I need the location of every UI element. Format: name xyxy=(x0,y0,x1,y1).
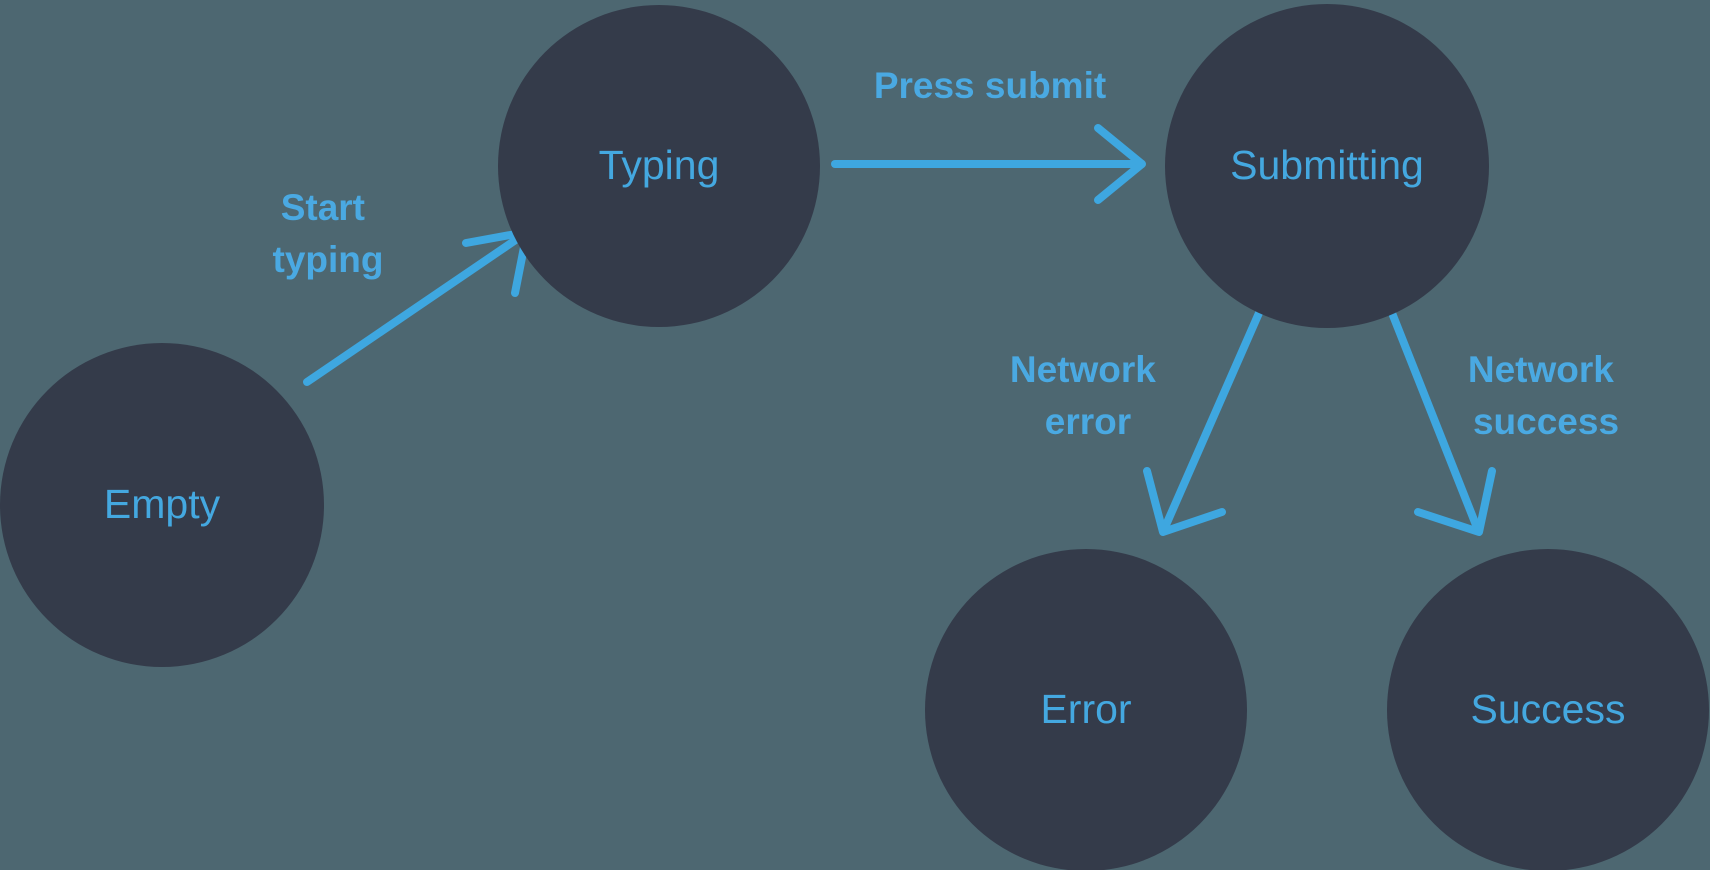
arrowhead-typing-to-submitting xyxy=(1094,124,1146,204)
edge-line-submitting-to-success xyxy=(1388,309,1480,529)
state-node-empty[interactable]: Empty xyxy=(0,343,324,667)
edge-typing-to-submitting: Press submit xyxy=(831,65,1146,204)
state-node-error-label: Error xyxy=(1040,686,1131,732)
state-node-typing[interactable]: Typing xyxy=(498,5,820,327)
edge-line-submitting-to-error xyxy=(1162,309,1263,529)
arrowhead-submitting-to-success xyxy=(1414,467,1496,536)
edge-label-submitting-to-success: Network success xyxy=(1468,349,1624,442)
edge-label-line: Start xyxy=(281,187,365,228)
state-node-submitting[interactable]: Submitting xyxy=(1165,4,1489,328)
state-node-submitting-label: Submitting xyxy=(1230,142,1424,188)
edge-label-line: success xyxy=(1473,401,1619,442)
edge-submitting-to-error: Network error xyxy=(1010,309,1263,536)
state-node-success-label: Success xyxy=(1471,686,1626,732)
edge-label-empty-to-typing: Start typing xyxy=(273,187,384,280)
edge-label-line: Network xyxy=(1468,349,1614,390)
state-node-error-circle[interactable] xyxy=(925,549,1247,870)
edge-empty-to-typing: Start typing xyxy=(273,187,531,386)
edge-label-line: error xyxy=(1045,401,1131,442)
edge-label-line: Press submit xyxy=(874,65,1106,106)
state-node-success-circle[interactable] xyxy=(1387,549,1709,870)
state-node-submitting-circle[interactable] xyxy=(1165,4,1489,328)
edge-submitting-to-success: Network success xyxy=(1388,309,1624,536)
edge-label-line: typing xyxy=(273,239,384,280)
state-node-success[interactable]: Success xyxy=(1387,549,1709,870)
state-node-typing-circle[interactable] xyxy=(498,5,820,327)
edge-line-empty-to-typing xyxy=(303,233,524,386)
state-node-empty-label: Empty xyxy=(104,481,221,527)
arrowhead-submitting-to-error xyxy=(1143,467,1226,536)
edge-label-submitting-to-error: Network error xyxy=(1010,349,1166,442)
edge-label-line: Network xyxy=(1010,349,1156,390)
state-node-empty-circle[interactable] xyxy=(0,343,324,667)
edge-label-typing-to-submitting: Press submit xyxy=(874,65,1106,106)
state-node-error[interactable]: Error xyxy=(925,549,1247,870)
state-node-typing-label: Typing xyxy=(599,142,720,188)
